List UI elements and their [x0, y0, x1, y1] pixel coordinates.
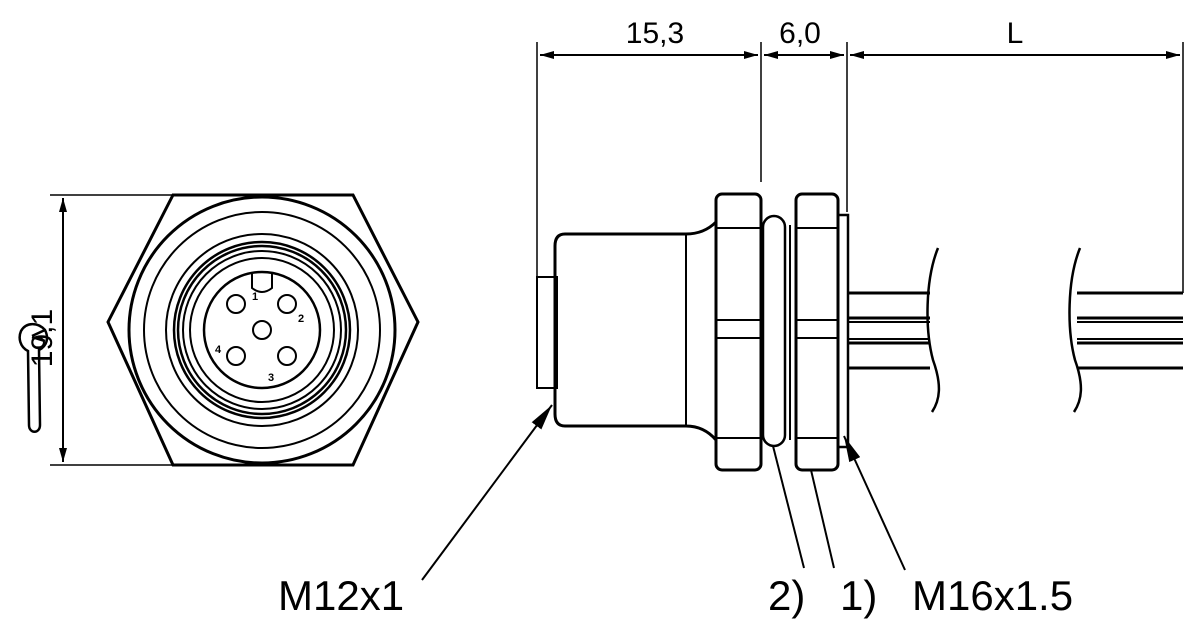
pin-hole-2: [277, 294, 297, 314]
callout-note-1: 1): [840, 572, 877, 619]
leader-m12: [421, 404, 553, 581]
dimension-L: L: [1007, 17, 1024, 50]
callout-m12x1: M12x1: [278, 572, 404, 619]
outer-ring: [127, 195, 397, 465]
front-hex-nut: [714, 192, 763, 472]
pin-hole-3: [277, 346, 297, 366]
leader-2: [772, 445, 805, 569]
receptacle-body: [553, 218, 718, 445]
pin-label-2: 2: [298, 313, 304, 325]
pin-label-4: 4: [215, 344, 222, 356]
pin-label-3: 3: [268, 372, 274, 384]
dimension-19-1: 19,1: [26, 309, 59, 367]
dimension-15-3: 15,3: [626, 17, 684, 50]
callout-note-2: 2): [768, 572, 805, 619]
o-ring-seal: [761, 214, 787, 448]
callout-m16x1-5: M16x1.5: [912, 572, 1073, 619]
wrench-icon: [18, 322, 49, 433]
pin-hole-center: [252, 320, 272, 340]
dimension-6-0: 6,0: [779, 17, 821, 50]
cable: [848, 247, 1183, 413]
leader-1: [810, 469, 835, 569]
rear-hex-nut: [794, 192, 840, 472]
pin-hole-1: [226, 294, 246, 314]
pin-hole-4: [226, 346, 246, 366]
contact-insert: [202, 270, 322, 390]
front-view: 1 2 3 4 19,1: [18, 193, 420, 467]
side-view: 15,3 6,0 L M12x1 2) 1) M16x1.5: [278, 17, 1184, 619]
leader-m16: [843, 435, 906, 571]
pin-label-1: 1: [252, 291, 258, 303]
hex-outline: [106, 193, 420, 467]
